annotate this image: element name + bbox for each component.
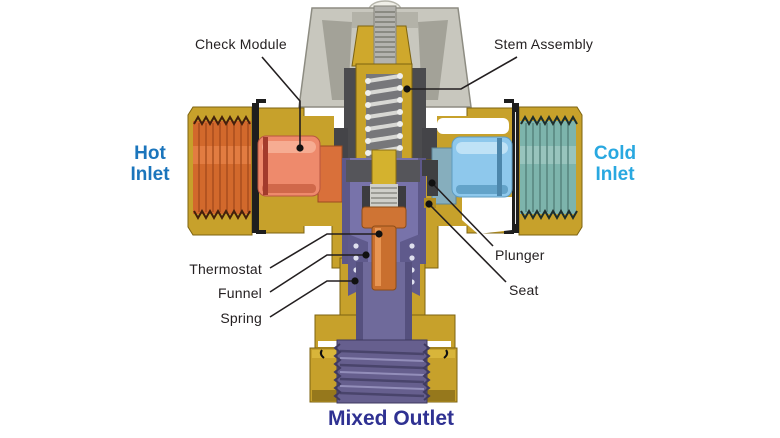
leader-line-thermostat (269, 233, 379, 269)
stem-assembly-part (344, 5, 426, 169)
outlet-gap-right (425, 341, 451, 347)
leader-dot-stem-assembly (403, 85, 411, 93)
outlet-thread-ridges (339, 349, 425, 398)
leader-line-spring (269, 280, 355, 318)
plunger-label: Plunger (495, 247, 545, 263)
hot-thread-teeth-bottom (193, 208, 251, 221)
seat-label: Seat (509, 282, 539, 298)
funnel-label: Funnel (217, 285, 262, 301)
hot-pipe-thread-lines (198, 123, 249, 212)
leader-line-check-module (261, 56, 301, 148)
guide-nut-right (396, 186, 406, 208)
chamber-edge-left (342, 158, 350, 264)
check-module-ring (263, 137, 268, 195)
check-module-cold-part (431, 136, 513, 205)
outlet-thread-lights (339, 357, 425, 390)
stem-screw (373, 5, 397, 65)
hot-seam-hook-bottom (256, 230, 266, 234)
cold-passage-upper (437, 118, 509, 134)
outlet-hook-right (443, 349, 449, 359)
hot-thread-teeth-top (193, 114, 251, 127)
check-module-adapter (317, 145, 343, 203)
hot-seam-hook-top (256, 99, 266, 103)
leader-dot-funnel (362, 251, 370, 259)
cold-pipe-thread-lines (525, 123, 569, 212)
check-module-shadow (262, 184, 316, 193)
hot-inlet-fitting (187, 99, 266, 236)
leader-line-seat (428, 203, 507, 283)
leader-dot-seat (425, 200, 433, 208)
outlet-gap-left (318, 341, 344, 347)
cold-thread-teeth-bottom (520, 208, 578, 221)
cold-seam-hook-bottom (504, 230, 514, 234)
spring-label: Spring (220, 310, 262, 326)
outlet-teeth-left (333, 343, 342, 401)
cold-seam-hook-top (504, 99, 514, 103)
leader-dot-thermostat (375, 230, 383, 238)
thermostat-highlight (375, 228, 381, 286)
cold-thread-teeth-top (520, 114, 578, 127)
stem-assembly-label: Stem Assembly (494, 36, 594, 52)
leader-line-stem-assembly (407, 56, 518, 90)
outlet-hook-left (319, 349, 325, 359)
outlet-passage-edge-right (405, 262, 412, 342)
leader-dot-spring (351, 277, 359, 285)
outlet-teeth-right (422, 343, 431, 401)
stem-screw-threads (375, 11, 395, 58)
chamber-edge-right (418, 158, 426, 264)
cold-passage-lower (462, 197, 512, 234)
leader-line-funnel (269, 254, 366, 293)
outlet-passage-edge-left (356, 262, 363, 342)
leader-dot-check-module (296, 144, 304, 152)
cold-module-highlight (456, 142, 508, 154)
cold-module-shadow (456, 185, 508, 194)
cold-inlet-label: Cold Inlet (593, 143, 637, 185)
thermostat-cap (361, 206, 407, 229)
guide-nut-left (362, 186, 372, 208)
check-module-label: Check Module (195, 36, 287, 52)
leader-lines (261, 56, 518, 318)
cold-module-ring (497, 138, 502, 196)
hot-pipe-highlight (193, 146, 251, 164)
hot-inlet-label: Hot Inlet (130, 143, 170, 185)
check-module-highlight (262, 141, 316, 153)
leader-dots (296, 85, 436, 285)
hot-union-seam (252, 103, 259, 233)
thermostat-part (361, 206, 407, 291)
thermostat-label: Thermostat (189, 261, 262, 277)
hot-inlet-pipe (193, 121, 251, 214)
cold-inlet-fitting (504, 99, 583, 236)
mixed-outlet-label: Mixed Outlet (327, 407, 454, 430)
stem-lower (371, 149, 397, 189)
leader-dot-plunger (428, 179, 436, 187)
plunger-body (422, 160, 438, 196)
mixed-outlet-pipe (318, 339, 451, 404)
stem-spring-coil (365, 73, 403, 156)
leader-line-plunger (431, 182, 494, 247)
